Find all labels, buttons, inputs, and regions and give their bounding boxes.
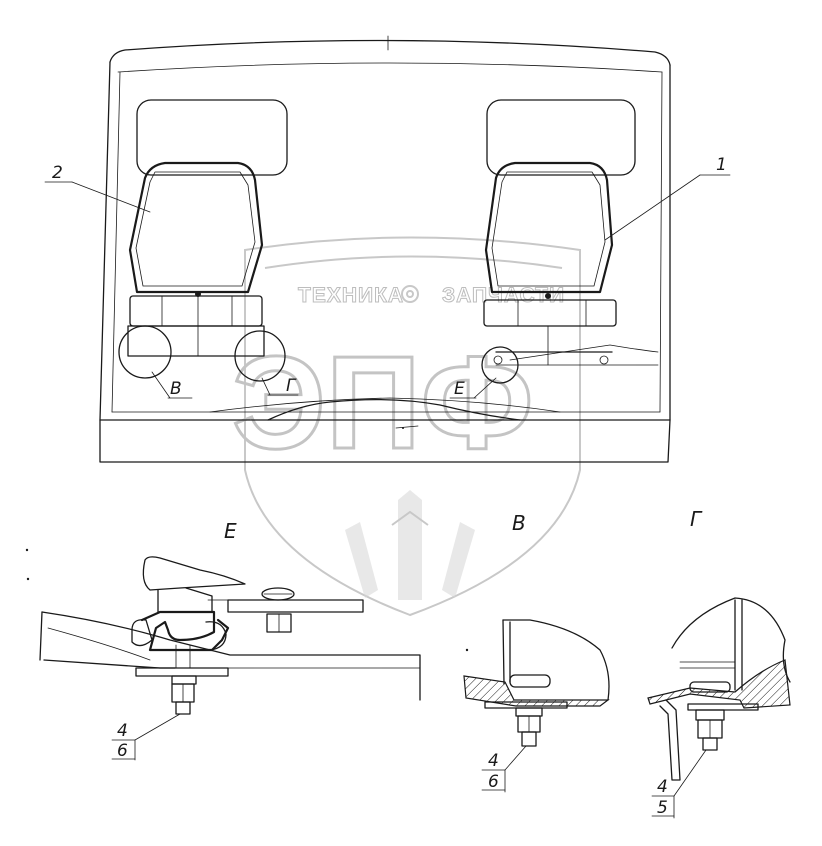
cab-left-wall [99, 61, 671, 463]
detail-view-e: Е 4 6 [39, 519, 421, 761]
view-g-part-top: 4 [657, 777, 668, 797]
view-v-part-top: 4 [488, 751, 499, 771]
seat-right [483, 161, 617, 366]
callout-circle-g: Г [286, 376, 297, 396]
scan-specks [25, 427, 469, 652]
view-g-part-bottom: 5 [657, 798, 668, 818]
rear-window-right [486, 99, 636, 176]
wheat-ears-icon [345, 490, 475, 600]
view-g-title: Г [690, 507, 703, 531]
cab-roof [109, 39, 671, 66]
callout-seat-right: 1 [716, 155, 727, 175]
callout-circle-e: Е [454, 379, 465, 399]
detail-view-v: В 4 6 [463, 511, 610, 793]
callout-circle-v: В [170, 379, 182, 399]
seat-left [127, 161, 265, 357]
watermark-shield [244, 236, 581, 617]
detail-circle-e [481, 346, 519, 384]
detail-view-g: Г 4 5 [647, 507, 791, 819]
view-v-part-bottom: 6 [488, 772, 499, 792]
watermark-word-right: ЗАПЧАСТИ [442, 284, 565, 307]
watermark-logo-letters: ЭПФ [232, 329, 533, 476]
view-v-title: В [512, 511, 526, 535]
watermark: ТЕХНИКА ЗАПЧАСТИ ЭПФ [231, 236, 581, 617]
rear-window-left [136, 99, 288, 176]
floor-bulge [267, 398, 521, 421]
view-e-title: Е [224, 519, 237, 543]
callout-seat-left: 2 [52, 163, 63, 183]
view-e-part-top: 4 [117, 721, 128, 741]
watermark-word-left: ТЕХНИКА [298, 284, 404, 307]
cab-rear-view: 2 1 В Г Е [44, 35, 731, 463]
view-e-part-bottom: 6 [117, 741, 128, 761]
detail-circle-g [234, 330, 286, 382]
detail-circle-v [118, 325, 172, 379]
watermark-gear-icon [401, 285, 419, 303]
